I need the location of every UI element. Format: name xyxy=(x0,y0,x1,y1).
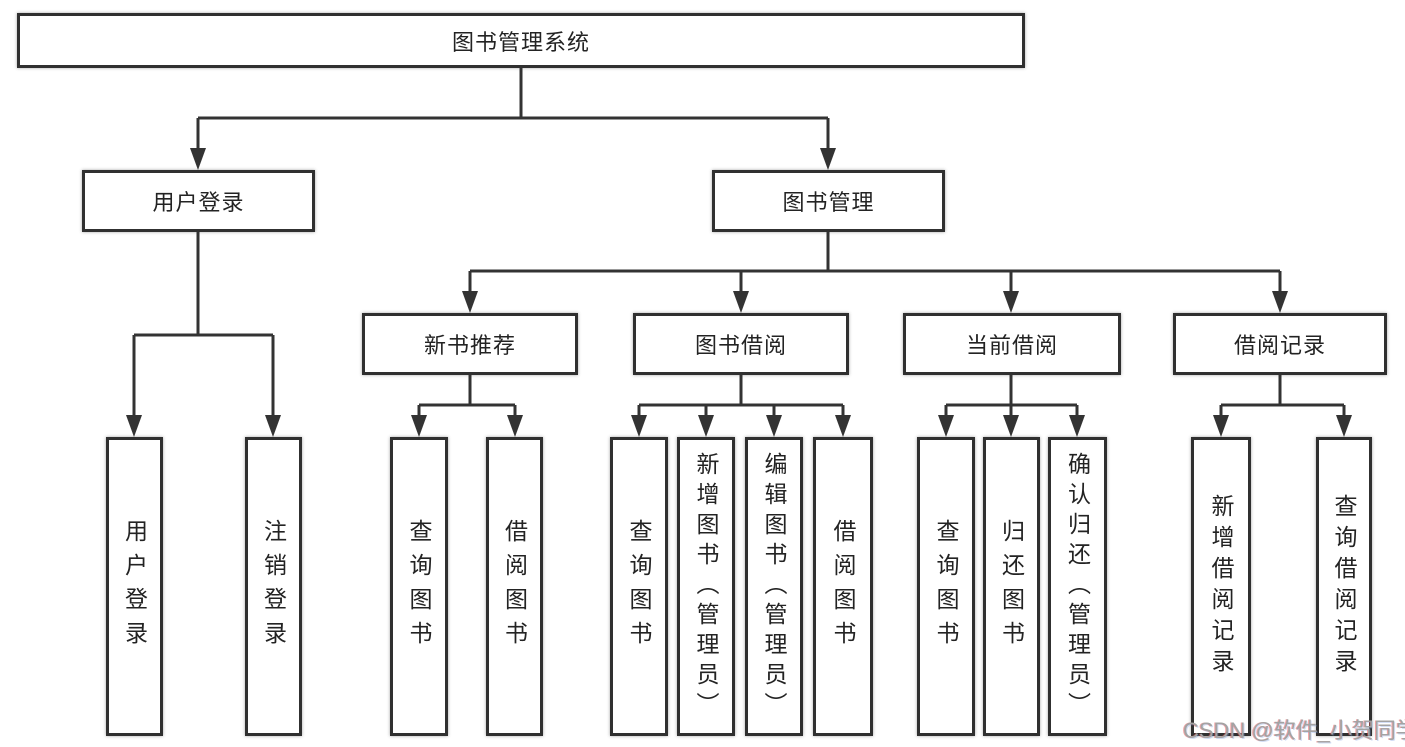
leaf-user-login: 用户登录 xyxy=(106,437,163,736)
node-label: 注销登录 xyxy=(260,518,287,655)
node-new-book-recommend: 新书推荐 xyxy=(362,313,578,375)
leaf-query-borrow-record: 查询借阅记录 xyxy=(1316,437,1372,736)
leaf-return-book: 归还图书 xyxy=(983,437,1040,736)
node-label: 用户登录 xyxy=(152,190,245,215)
node-book-management: 图书管理 xyxy=(712,170,945,232)
node-label: 图书管理 xyxy=(782,190,875,215)
node-label: 借阅记录 xyxy=(1233,333,1326,358)
node-label: 新书推荐 xyxy=(423,333,516,358)
node-label: 查询图书 xyxy=(626,518,652,655)
node-label: 确认归还（管理员） xyxy=(1064,451,1091,722)
leaf-edit-book-admin: 编辑图书（管理员） xyxy=(745,437,803,736)
arrowheads xyxy=(126,148,1352,437)
node-label: 图书管理系统 xyxy=(451,29,590,55)
node-label: 新增图书（管理员） xyxy=(693,451,719,722)
leaf-query-books-recommend: 查询图书 xyxy=(390,437,448,736)
leaf-borrow-books: 借阅图书 xyxy=(813,437,873,736)
node-label: 查询图书 xyxy=(406,518,432,655)
leaf-add-borrow-record: 新增借阅记录 xyxy=(1191,437,1251,736)
node-label: 借阅图书 xyxy=(501,518,528,655)
node-user-login: 用户登录 xyxy=(82,170,315,232)
node-label: 借阅图书 xyxy=(830,518,856,655)
node-library-management-system: 图书管理系统 xyxy=(17,13,1025,68)
node-current-borrowing: 当前借阅 xyxy=(903,313,1121,375)
node-label: 图书借阅 xyxy=(694,333,787,358)
node-book-borrowing: 图书借阅 xyxy=(633,313,849,375)
node-label: 当前借阅 xyxy=(965,333,1058,358)
node-label: 用户登录 xyxy=(121,518,148,655)
node-label: 新增借阅记录 xyxy=(1208,493,1234,680)
csdn-watermark: CSDN @软件_小贺同学 xyxy=(1183,718,1405,743)
leaf-query-books-current: 查询图书 xyxy=(917,437,975,736)
node-label: 查询借阅记录 xyxy=(1331,493,1357,680)
leaf-logout: 注销登录 xyxy=(245,437,302,736)
node-label: 查询图书 xyxy=(933,518,959,655)
leaf-borrow-books-recommend: 借阅图书 xyxy=(486,437,543,736)
node-borrowing-records: 借阅记录 xyxy=(1173,313,1387,375)
leaf-add-book-admin: 新增图书（管理员） xyxy=(677,437,735,736)
leaf-query-books-borrow: 查询图书 xyxy=(610,437,668,736)
node-label: 编辑图书（管理员） xyxy=(761,451,787,722)
leaf-confirm-return-admin: 确认归还（管理员） xyxy=(1048,437,1107,736)
node-label: 归还图书 xyxy=(998,518,1025,655)
